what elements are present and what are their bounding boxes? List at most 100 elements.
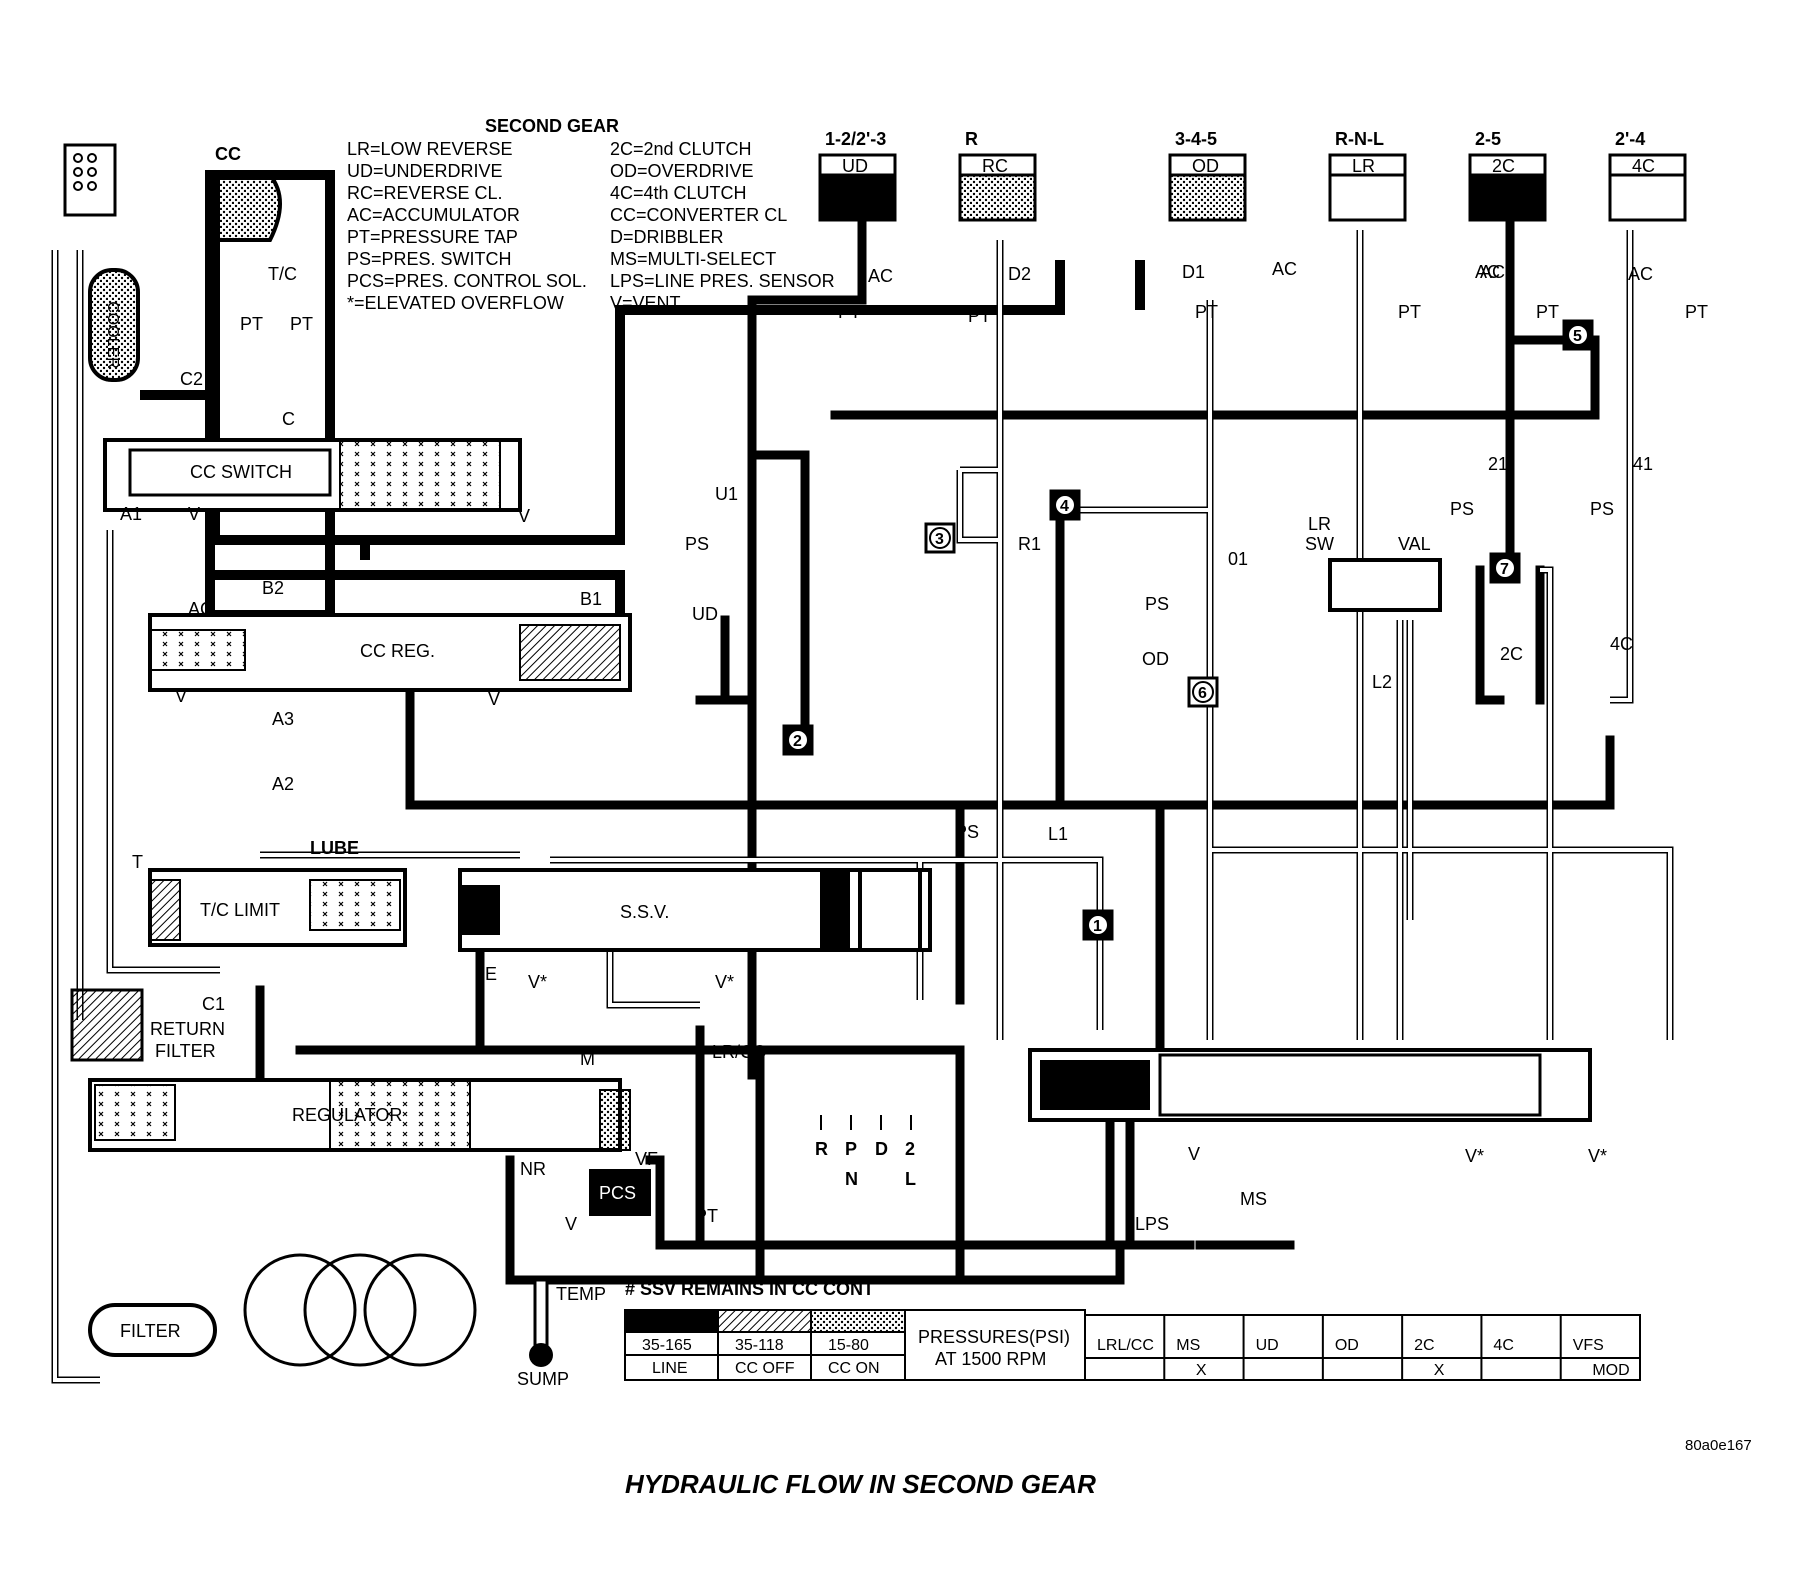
solenoid-value: MOD bbox=[1592, 1362, 1629, 1379]
check-ball-number: 5 bbox=[1573, 328, 1582, 345]
label-41: 41 bbox=[1633, 454, 1653, 474]
label-u1: U1 bbox=[715, 484, 738, 504]
label-pt: PT bbox=[1398, 302, 1421, 322]
solenoid-header: 2C bbox=[1414, 1337, 1434, 1354]
solenoid-header: OD bbox=[1335, 1337, 1359, 1354]
label-ms: MS bbox=[1240, 1189, 1267, 1209]
check-ball-6: 6 bbox=[1187, 676, 1219, 708]
label-nr: NR bbox=[520, 1159, 546, 1179]
check-ball-3: 3 bbox=[924, 522, 956, 554]
check-ball-7: 7 bbox=[1489, 552, 1521, 584]
pressure-label: CC OFF bbox=[735, 1360, 795, 1377]
pressure-range: 35-165 bbox=[642, 1337, 692, 1354]
temp-sensor bbox=[533, 1278, 549, 1352]
check-ball-4: 4 bbox=[1049, 489, 1081, 521]
pump-gears bbox=[243, 1253, 477, 1367]
label-ac: AC bbox=[1272, 259, 1297, 279]
label-v: V bbox=[518, 506, 530, 526]
label-ps: PS bbox=[955, 822, 979, 842]
clutch-gears-label: 2'-4 bbox=[1615, 129, 1645, 149]
label-pt: PT bbox=[240, 314, 263, 334]
label-v: V bbox=[1188, 1144, 1200, 1164]
legend-right-item: OD=OVERDRIVE bbox=[610, 161, 754, 181]
clutch-name-label: OD bbox=[1192, 156, 1219, 176]
check-ball-number: 4 bbox=[1060, 498, 1069, 515]
clutch-name-label: 2C bbox=[1492, 156, 1515, 176]
label-v: V bbox=[188, 504, 200, 524]
shift-position-label: D bbox=[875, 1139, 888, 1159]
solenoid-header: 4C bbox=[1493, 1337, 1513, 1354]
shift-position-label: L bbox=[905, 1169, 916, 1189]
legend-left-item: PT=PRESSURE TAP bbox=[347, 227, 518, 247]
lube-label: LUBE bbox=[310, 838, 359, 858]
clutch-lr: R-N-LLR bbox=[1328, 129, 1407, 222]
label-ps: PS bbox=[1145, 594, 1169, 614]
label-ps: PS bbox=[685, 534, 709, 554]
shift-position-label: R bbox=[815, 1139, 828, 1159]
clutch-name-label: 4C bbox=[1632, 156, 1655, 176]
cc-switch-label: CC SWITCH bbox=[190, 462, 292, 482]
legend-left-item: PCS=PRES. CONTROL SOL. bbox=[347, 271, 587, 291]
check-ball-number: 6 bbox=[1198, 685, 1207, 702]
label-c2: C2 bbox=[180, 369, 203, 389]
return-filter-label-2: FILTER bbox=[155, 1041, 216, 1061]
label-pt: PT bbox=[1536, 302, 1559, 322]
legend-right-item: 2C=2nd CLUTCH bbox=[610, 139, 752, 159]
label-v-star: V* bbox=[715, 972, 734, 992]
solenoid-header: UD bbox=[1256, 1337, 1279, 1354]
legend-right-item: D=DRIBBLER bbox=[610, 227, 724, 247]
label-lps: LPS bbox=[1135, 1214, 1169, 1234]
regulator-label: REGULATOR bbox=[292, 1105, 402, 1125]
label-4c: 4C bbox=[1610, 634, 1633, 654]
legend-left-item: RC=REVERSE CL. bbox=[347, 183, 503, 203]
clutch-gears-label: 3-4-5 bbox=[1175, 129, 1217, 149]
cooler-label: COOLER bbox=[104, 301, 121, 369]
pressure-range: 35-118 bbox=[735, 1337, 784, 1354]
clutch-name-label: UD bbox=[842, 156, 868, 176]
check-ball-5: 5 bbox=[1562, 319, 1594, 351]
label-ac: AC bbox=[1480, 262, 1505, 282]
ssv-label: S.S.V. bbox=[620, 902, 669, 922]
label-l2: L2 bbox=[1372, 672, 1392, 692]
passage-labels: PT PT PT PT PT PT PT PT C2 C A1 V V B2 B… bbox=[120, 259, 1708, 1234]
legend: SECOND GEAR LR=LOW REVERSEUD=UNDERDRIVER… bbox=[347, 116, 835, 313]
check-ball-number: 3 bbox=[935, 531, 944, 548]
label-vf: VF bbox=[635, 1149, 658, 1169]
check-ball-2: 2 bbox=[782, 724, 814, 756]
pressures-caption-1: PRESSURES(PSI) bbox=[918, 1327, 1070, 1347]
clutch-gears-label: R bbox=[965, 129, 978, 149]
clutch-gears-label: 2-5 bbox=[1475, 129, 1501, 149]
solenoid-header: LRL/CC bbox=[1097, 1337, 1154, 1354]
shift-position-label: P bbox=[845, 1139, 857, 1159]
cooler bbox=[88, 268, 140, 382]
label-v-star: V* bbox=[1588, 1146, 1607, 1166]
legend-left-item: *=ELEVATED OVERFLOW bbox=[347, 293, 564, 313]
label-ac: AC bbox=[1628, 264, 1653, 284]
legend-right-item: CC=CONVERTER CL bbox=[610, 205, 787, 225]
solenoid-value: X bbox=[1196, 1362, 1207, 1379]
valves: CC SWITCH CC REG. T/C LIMIT LUBE S.S.V. … bbox=[88, 438, 1592, 1389]
label-c1: C1 bbox=[202, 994, 225, 1014]
check-ball-number: 2 bbox=[793, 733, 802, 750]
legend-left-item: LR=LOW REVERSE bbox=[347, 139, 513, 159]
legend-left-item: UD=UNDERDRIVE bbox=[347, 161, 503, 181]
label-21: 21 bbox=[1488, 454, 1508, 474]
legend-right-item: MS=MULTI-SELECT bbox=[610, 249, 776, 269]
cooler-group: COOLER RETURN FILTER bbox=[63, 143, 225, 1062]
label-pt: PT bbox=[1685, 302, 1708, 322]
label-c: C bbox=[282, 409, 295, 429]
val-label: VAL bbox=[1398, 534, 1431, 554]
label-v: V bbox=[565, 1214, 577, 1234]
solenoid-header: VFS bbox=[1573, 1337, 1604, 1354]
image-code: 80a0e167 bbox=[1685, 1437, 1752, 1454]
cc-reg-label: CC REG. bbox=[360, 641, 435, 661]
ssv-valve bbox=[458, 868, 932, 952]
clutch-od: 3-4-5OD bbox=[1168, 129, 1247, 222]
label-lrcc: LR/CC bbox=[712, 1042, 766, 1062]
label-pt: PT bbox=[968, 306, 991, 326]
legend-left-item: PS=PRES. SWITCH bbox=[347, 249, 512, 269]
